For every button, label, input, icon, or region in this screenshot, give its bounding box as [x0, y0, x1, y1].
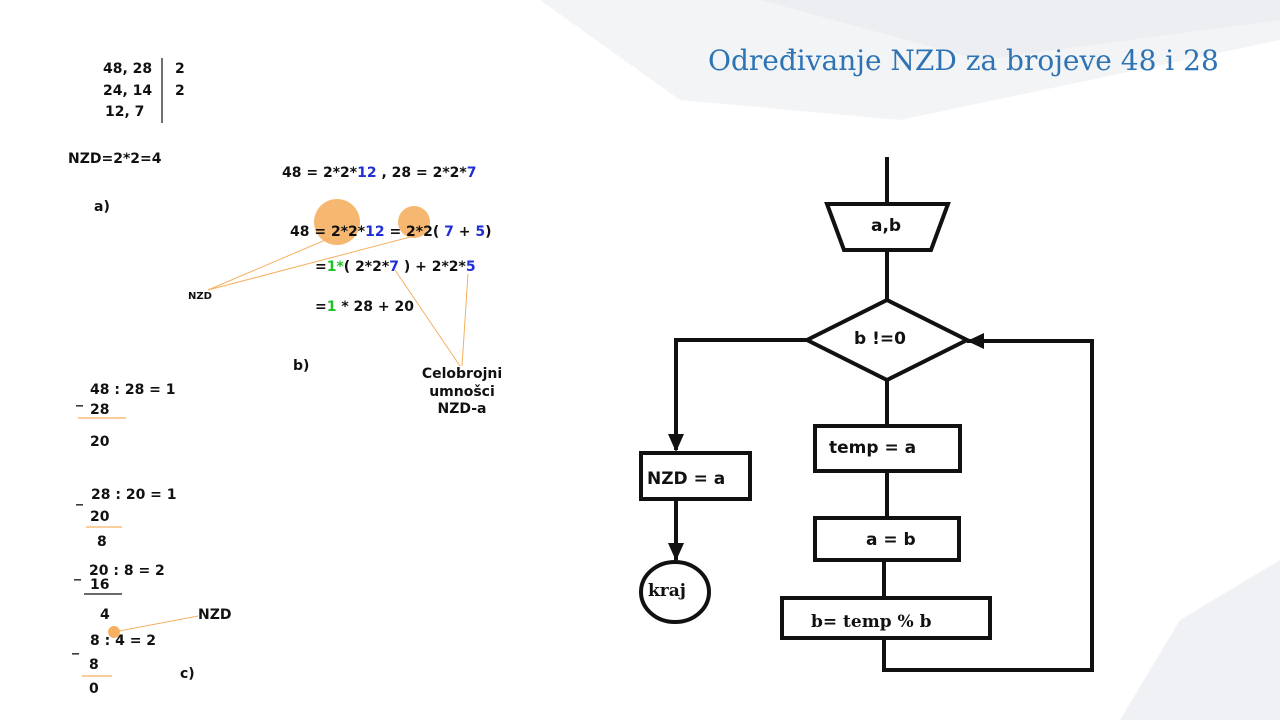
page-title: Određivanje NZD za brojeve 48 i 28: [708, 44, 1219, 77]
exit-line: [674, 338, 807, 450]
factor-row-right: 2: [175, 61, 185, 77]
division-step: 48 : 28 = 1: [90, 382, 176, 398]
label-b: b): [293, 358, 310, 374]
pointer-line: [207, 235, 415, 291]
nzd-result: NZD=2*2=4: [68, 151, 162, 167]
remainder: 4: [100, 607, 110, 623]
note-line: NZD-a: [437, 401, 487, 417]
eq-blue: 7: [466, 165, 477, 181]
eq-blue: 7: [444, 224, 454, 240]
flow-temp-label: temp = a: [829, 438, 917, 458]
pointer-line: [113, 615, 199, 633]
factor-row-left: 12, 7: [105, 104, 145, 120]
eq-text: ): [485, 224, 492, 240]
factor-row-left: 48, 28: [103, 61, 153, 77]
arrowhead: [668, 543, 684, 561]
eq-blue: 12: [357, 165, 377, 181]
eq-green: 1*: [326, 259, 344, 275]
subtrahend: 8: [89, 657, 99, 673]
assign-b-box: [780, 596, 992, 640]
eq-blue: 12: [365, 224, 385, 240]
flow-end-label: kraj: [648, 581, 686, 601]
equation-line-4: =1 * 28 + 20: [315, 300, 414, 314]
eq-text: = 2*2(: [384, 224, 445, 240]
minus-sign: _: [74, 565, 81, 581]
arrowhead: [668, 434, 684, 452]
subtrahend: 28: [90, 402, 110, 418]
division-step: 20 : 8 = 2: [89, 563, 165, 579]
factor-row-left: 24, 14: [103, 83, 153, 99]
nzd-pointer-label: NZD: [188, 291, 212, 302]
equation-line-1: 48 = 2*2*12 , 28 = 2*2*7: [282, 166, 476, 180]
eq-blue: 5: [475, 224, 486, 240]
eq-text: =: [315, 299, 327, 315]
remainder: 20: [90, 434, 110, 450]
highlight-circle: [314, 199, 360, 245]
note-line: umnošci: [429, 383, 495, 400]
flow-assign-a-label: a = b: [866, 530, 916, 550]
output-box: [639, 451, 752, 501]
eq-text: 48 = 2*2*: [282, 165, 358, 181]
loop-arrowhead: [967, 333, 984, 349]
eq-text: * 28 + 20: [336, 299, 414, 315]
eq-blue: 5: [465, 259, 476, 275]
loop-line: [882, 339, 1094, 672]
temp-box: [813, 424, 962, 473]
eq-text: , 28 = 2*2*: [376, 165, 467, 181]
note-line: Celobrojni: [421, 366, 503, 382]
label-a: a): [94, 199, 110, 215]
equation-line-2: 48 = 2*2*12 = 2*2( 7 + 5): [290, 225, 492, 239]
pointer-line: [394, 269, 461, 367]
subtrahend: 16: [90, 577, 110, 593]
flow-condition-label: b !=0: [854, 329, 906, 349]
nzd-pointer-label: NZD: [198, 607, 232, 623]
minus-sign: _: [76, 490, 83, 506]
subtrahend: 20: [90, 509, 110, 525]
minus-sign: _: [72, 639, 79, 655]
flow-assign-b-label: b= temp % b: [811, 612, 932, 632]
assign-a-box: [813, 516, 961, 562]
end-oval: [639, 560, 711, 624]
label-c: c): [180, 666, 195, 682]
multiples-note: Celobrojni umnošci NZD-a: [412, 366, 512, 419]
factor-row-right: 2: [175, 83, 185, 99]
flow-input-label: a,b: [871, 216, 902, 236]
minus-sign: _: [76, 391, 83, 407]
annotation-layer: [78, 58, 469, 677]
input-trapezoid: [824, 202, 951, 252]
eq-text: ( 2*2*: [343, 259, 390, 275]
pointer-line: [207, 237, 331, 291]
eq-text: ) + 2*2*: [398, 259, 466, 275]
equation-line-3: =1*( 2*2*7 ) + 2*2*5: [315, 260, 476, 274]
remainder: 0: [89, 681, 99, 697]
remainder: 8: [97, 534, 107, 550]
eq-text: =: [315, 259, 327, 275]
eq-green: 1: [326, 299, 337, 315]
highlight-circle: [398, 206, 430, 238]
division-step: 8 : 4 = 2: [90, 633, 157, 649]
eq-text: 48 = 2*2*: [290, 224, 366, 240]
flow-output-label: NZD = a: [647, 469, 726, 489]
eq-blue: 7: [389, 259, 399, 275]
pointer-line: [461, 273, 469, 367]
division-step: 28 : 20 = 1: [91, 487, 177, 503]
eq-text: +: [453, 224, 476, 240]
